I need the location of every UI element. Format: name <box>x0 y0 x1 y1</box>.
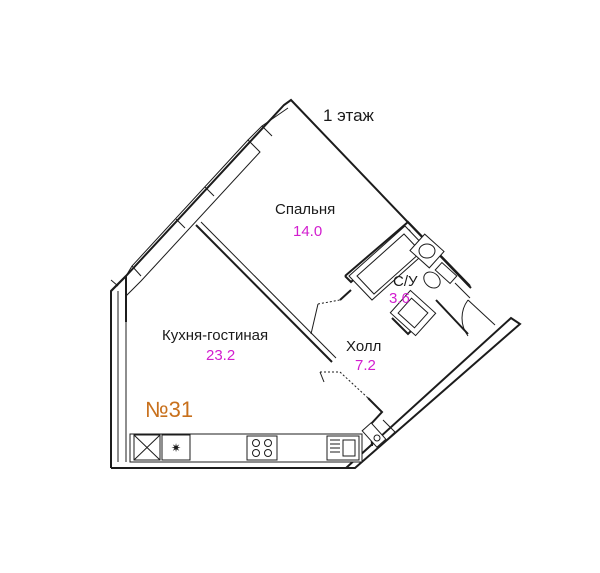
hall-closet <box>361 422 387 448</box>
room-name-bedroom: Спальня <box>275 201 336 218</box>
window-frames <box>110 107 289 297</box>
room-area-hall: 7.2 <box>355 357 376 374</box>
room-name-kitchen-living: Кухня-гостиная <box>162 327 269 344</box>
room-area-kitchen-living: 23.2 <box>206 347 236 364</box>
sink <box>409 233 445 269</box>
apartment-number: №31 <box>145 397 194 422</box>
ventilation-shaft: ✷ <box>161 434 191 461</box>
room-name-bathroom: С/У <box>393 273 418 290</box>
kitchen-sink <box>326 435 360 461</box>
cooktop <box>246 435 278 461</box>
fridge <box>133 434 161 461</box>
floor-label: 1 этаж <box>323 106 374 125</box>
door-swings <box>310 282 496 399</box>
room-area-bathroom: 3.6 <box>389 290 410 307</box>
room-name-hall: Холл <box>346 338 382 355</box>
svg-text:✷: ✷ <box>171 441 181 455</box>
washing-machine <box>389 289 437 337</box>
toilet <box>423 261 458 289</box>
room-area-bedroom: 14.0 <box>293 223 323 240</box>
